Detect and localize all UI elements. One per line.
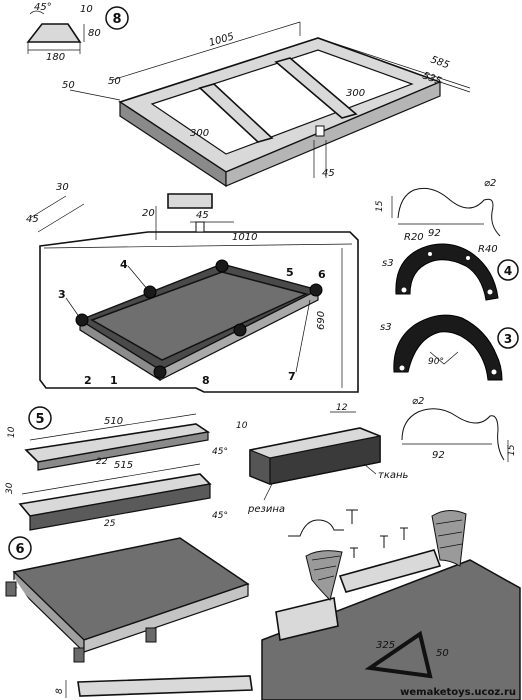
- fig8-height: 80: [88, 28, 101, 39]
- pocket-dim-2: 50: [436, 648, 449, 659]
- pocket-dim-1: 325: [376, 640, 395, 651]
- figure-3: 90° s3 3: [380, 314, 519, 381]
- tabletop-pocket-width: 45: [196, 210, 209, 221]
- figure-5: 5 510 10 10 45° 22 515 30 45° 25: [5, 406, 248, 531]
- tabletop-part-6: 6: [318, 268, 326, 281]
- wire-top-height: 15: [375, 200, 385, 212]
- rail2-wedge: 25: [104, 519, 116, 529]
- cushion-width: 12: [336, 403, 348, 413]
- tabletop-length: 1010: [232, 232, 257, 243]
- figure-8: 8 45° 10 80 180 1005 585 535 5: [26, 2, 471, 209]
- cushion-detail: 12 ткань резина: [247, 403, 409, 537]
- fig8-angle: 45°: [34, 2, 52, 13]
- rail1-end: 10: [236, 421, 248, 431]
- wire-bottom: 92 15 ⌀2: [401, 396, 517, 462]
- figure-3-badge: 3: [504, 332, 512, 346]
- footer: 8 wemaketoys.ucoz.ru: [55, 675, 516, 698]
- tabletop-part-2: 2: [84, 374, 92, 387]
- rail1-angle: 45°: [212, 447, 228, 457]
- rail1-height: 10: [7, 426, 17, 438]
- tabletop-part-5: 5: [286, 266, 294, 279]
- fig4-thickness: s3: [382, 258, 394, 269]
- tabletop-pocket-depth: 20: [142, 208, 155, 219]
- wire-top-width: 92: [428, 228, 441, 239]
- tabletop-part-3: 3: [58, 288, 66, 301]
- figure-6: 6: [5, 536, 250, 663]
- fig8-end-left: 50: [62, 80, 75, 91]
- fig8-width: 180: [46, 52, 65, 63]
- cushion-fabric: ткань: [378, 470, 409, 481]
- watermark: wemaketoys.ucoz.ru: [400, 687, 516, 698]
- fig4-radius-large: R40: [478, 244, 498, 255]
- tabletop-part-1: 1: [110, 374, 118, 387]
- fig8-end-right: 50: [108, 76, 121, 87]
- wire-bottom-diameter: ⌀2: [412, 396, 424, 407]
- tabletop-plan: 45 20 30 45 1010 690 3 4 5 6 7 2 1 8: [26, 182, 359, 393]
- fig8-notch: 45: [322, 168, 335, 179]
- wire-top: 15 92 ⌀2: [375, 178, 501, 239]
- rail2-length: 515: [114, 460, 133, 471]
- wire-bottom-width: 92: [432, 450, 445, 461]
- cushion-rubber: резина: [247, 504, 285, 515]
- figure-5-badge: 5: [35, 412, 44, 427]
- tabletop-part-8: 8: [202, 374, 210, 387]
- tabletop-part-4: 4: [120, 258, 128, 271]
- tabletop-corner-a: 30: [56, 182, 69, 193]
- tabletop-corner-b: 45: [26, 214, 39, 225]
- fig4-radius-small: R20: [404, 232, 424, 243]
- figure-4-badge: 4: [504, 264, 512, 278]
- fig8-top-width: 10: [80, 4, 93, 15]
- fig3-thickness: s3: [380, 322, 392, 333]
- pocket-assembly: 325 50: [261, 510, 521, 700]
- rail2-height: 30: [5, 482, 15, 494]
- tabletop-width: 690: [316, 311, 327, 330]
- rail1-length: 510: [104, 416, 123, 427]
- fig3-angle: 90°: [428, 357, 444, 367]
- figure-6-badge: 6: [15, 542, 24, 557]
- fig8-span-left: 300: [190, 128, 209, 139]
- figure-4: R20 R40 s3 4: [382, 232, 519, 301]
- rail1-wedge: 22: [96, 457, 108, 467]
- fig8-span-right: 300: [346, 88, 365, 99]
- wire-bottom-height: 15: [507, 444, 517, 456]
- rail2-angle: 45°: [212, 511, 228, 521]
- fig8-outer-width: 585: [429, 54, 451, 71]
- footer-dim: 8: [55, 688, 65, 694]
- figure-8-badge: 8: [112, 12, 121, 27]
- tabletop-part-7: 7: [288, 370, 296, 383]
- wire-top-diameter: ⌀2: [484, 178, 496, 189]
